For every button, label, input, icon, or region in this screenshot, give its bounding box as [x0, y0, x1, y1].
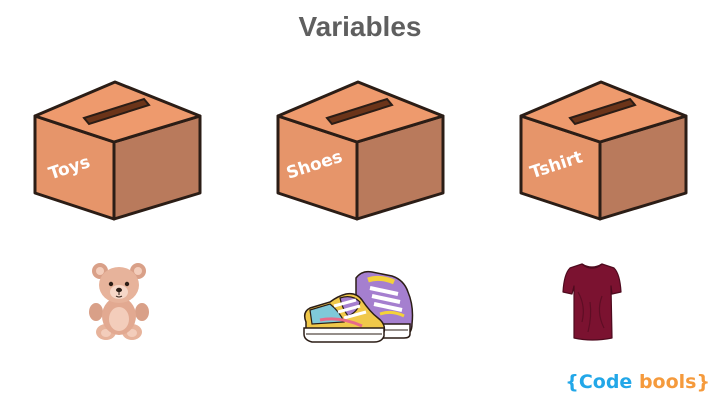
cardboard-box-icon: Shoes	[276, 80, 445, 221]
brand-logo: {Code bools}	[565, 371, 710, 393]
box-tshirt: Tshirt	[518, 78, 690, 223]
box-shoes: Shoes	[275, 78, 447, 223]
box-toys: Toys	[32, 78, 204, 223]
cardboard-box-icon: Tshirt	[519, 80, 688, 221]
sneakers-icon	[303, 270, 414, 343]
page-title: Variables	[298, 11, 422, 42]
teddy-bear-icon	[89, 263, 149, 340]
brand-bools-text: bools}	[638, 371, 710, 393]
cardboard-box-icon: Toys	[33, 80, 202, 221]
brand-code-text: {Code	[565, 371, 633, 393]
tshirt-icon	[562, 263, 622, 341]
